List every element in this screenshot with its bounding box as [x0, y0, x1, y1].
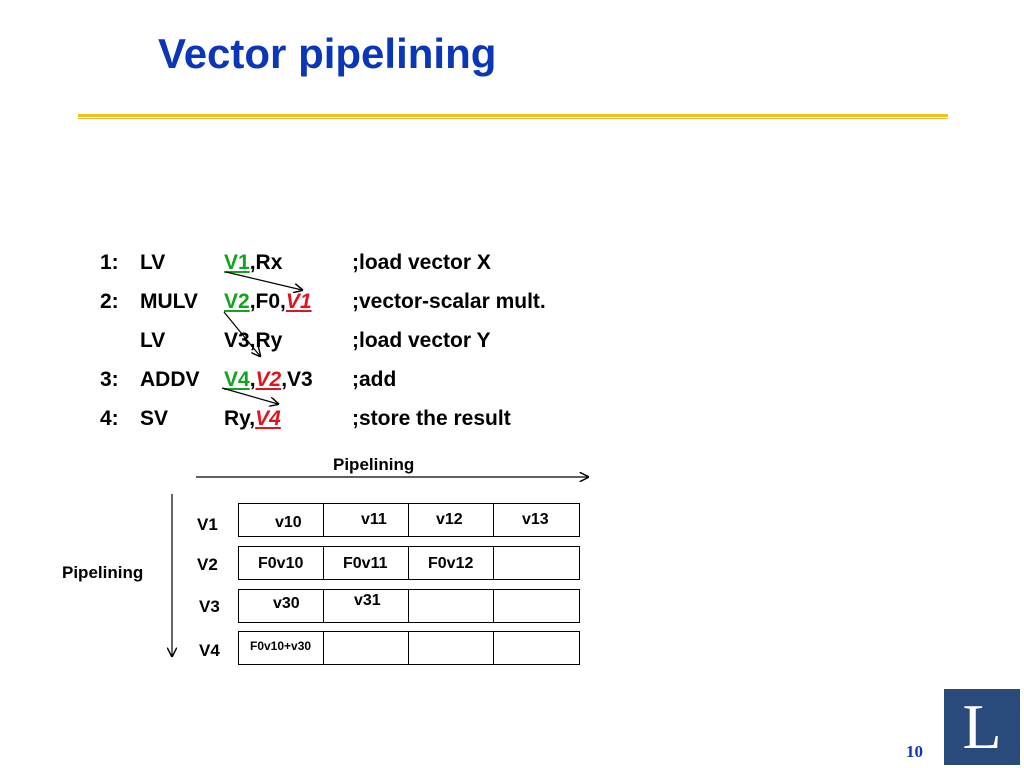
line-number: 1: — [100, 251, 119, 274]
element-cell: F0v12 — [409, 547, 494, 579]
university-logo: L — [944, 689, 1020, 765]
element-cell: v11 — [324, 504, 409, 536]
slide-title: Vector pipelining — [158, 30, 497, 77]
element-cell: F0v10+v30 — [239, 632, 324, 664]
element-value: v10 — [275, 514, 302, 531]
register-row-v3: v30 v31 — [238, 589, 580, 623]
operands: V1,Rx — [224, 250, 282, 276]
operands: V4,V2,V3 — [224, 367, 313, 393]
page-number: 10 — [906, 742, 923, 761]
operands: V2,F0,V1 — [224, 289, 312, 315]
opcode: SV — [140, 407, 169, 430]
element-cell: v10 — [239, 504, 324, 536]
element-cell — [494, 547, 579, 579]
element-cell — [494, 590, 579, 622]
operands: Ry,V4 — [224, 406, 281, 432]
operand-text: Ry, — [224, 407, 256, 430]
register-label-v4: V4 — [199, 641, 220, 660]
opcode: LV — [140, 251, 166, 274]
element-cell — [494, 632, 579, 664]
element-cell: v13 — [494, 504, 579, 536]
operand-text: ,F0, — [249, 290, 286, 313]
register-label-v1: V1 — [197, 515, 218, 534]
element-cell: F0v10 — [239, 547, 324, 579]
dest-register: V2 — [224, 290, 250, 313]
opcode: ADDV — [140, 368, 200, 391]
element-cell: v12 — [409, 504, 494, 536]
opcode: MULV — [140, 290, 198, 313]
element-value: F0v12 — [428, 555, 474, 572]
register-row-v1: v10 v11 v12 v13 — [238, 503, 580, 537]
logo-letter: L — [962, 691, 1002, 762]
horizontal-pipelining-label: Pipelining — [333, 455, 415, 474]
title-underline — [78, 114, 948, 117]
register-label-v2: V2 — [197, 555, 218, 574]
register-label-v3: V3 — [199, 597, 220, 616]
comment: ;store the result — [352, 407, 511, 430]
element-cell — [409, 590, 494, 622]
comment: ;add — [352, 368, 397, 391]
register-row-v4: F0v10+v30 — [238, 631, 580, 665]
dest-register: V4 — [224, 368, 250, 391]
element-value: F0v11 — [343, 555, 388, 572]
chained-register: V4 — [255, 407, 281, 430]
element-cell: F0v11 — [324, 547, 409, 579]
operand-text: V3,Ry — [224, 329, 283, 352]
element-value: F0v10 — [258, 555, 304, 572]
title-underline-shadow — [78, 118, 948, 119]
operand-text: , — [249, 368, 256, 391]
dest-register: V1 — [224, 251, 250, 274]
comment: ;load vector X — [352, 251, 491, 274]
operands: V3,Ry — [224, 328, 282, 354]
operand-text: ,V3 — [281, 368, 313, 391]
element-value: v31 — [354, 592, 381, 609]
vertical-pipelining-label: Pipelining — [62, 563, 144, 582]
opcode: LV — [140, 329, 166, 352]
operand-text: ,Rx — [249, 251, 283, 274]
comment: ;load vector Y — [352, 329, 491, 352]
line-number: 2: — [100, 290, 119, 313]
chained-register: V1 — [285, 290, 312, 313]
element-cell: v31 — [324, 590, 409, 622]
element-value: v13 — [522, 511, 549, 528]
element-cell: v30 — [239, 590, 324, 622]
line-number: 3: — [100, 368, 119, 391]
element-cell — [324, 632, 409, 664]
line-number: 4: — [100, 407, 119, 430]
element-value: v30 — [273, 595, 300, 612]
element-value: v11 — [361, 511, 387, 528]
element-cell — [409, 632, 494, 664]
chained-register: V2 — [255, 368, 282, 391]
comment: ;vector-scalar mult. — [352, 290, 546, 313]
element-value: F0v10+v30 — [250, 639, 312, 653]
element-value: v12 — [436, 511, 463, 528]
register-row-v2: F0v10 F0v11 F0v12 — [238, 546, 580, 580]
